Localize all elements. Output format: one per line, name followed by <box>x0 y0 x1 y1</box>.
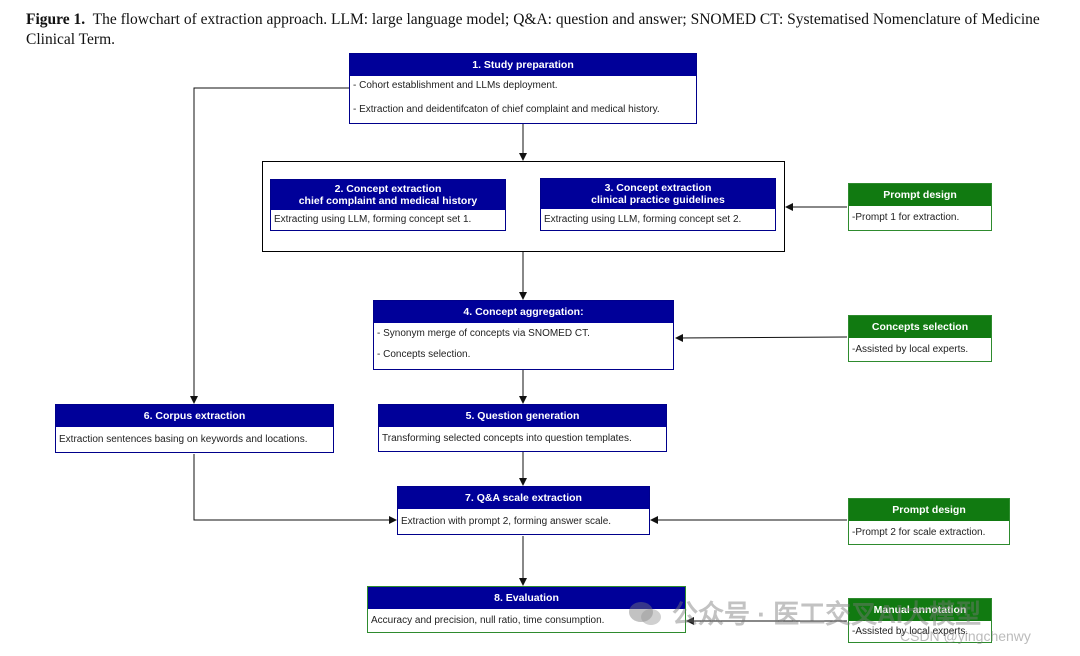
arrow-selection-to-aggregation <box>675 333 848 342</box>
prompt-design-2-line: -Prompt 2 for scale extraction. <box>852 527 986 538</box>
manual-annotation-line: -Assisted by local experts. <box>852 626 969 637</box>
study-preparation-line: - Cohort establishment and LLMs deployme… <box>353 80 558 91</box>
question-generation-line: Transforming selected concepts into ques… <box>382 433 632 444</box>
evaluation-title: 8. Evaluation <box>368 587 685 609</box>
arrow-study-to-corpus <box>190 87 349 404</box>
corpus-extraction-title: 6. Corpus extraction <box>56 405 333 427</box>
concept-aggregation-line: - Synonym merge of concepts via SNOMED C… <box>377 328 590 339</box>
caption-text: The flowchart of extraction approach. LL… <box>26 11 1040 48</box>
concept-extraction-guidelines-box: 3. Concept extraction clinical practice … <box>540 178 776 231</box>
prompt-design-1-line: -Prompt 1 for extraction. <box>852 212 960 223</box>
concept-extraction-guidelines-title: 3. Concept extraction <box>604 182 712 194</box>
study-preparation-line: - Extraction and deidentifcaton of chief… <box>353 104 660 115</box>
concept-aggregation-line: - Concepts selection. <box>377 349 471 360</box>
concept-extraction-records-subtitle: chief complaint and medical history <box>298 195 478 207</box>
corpus-extraction-line: Extraction sentences basing on keywords … <box>59 434 308 445</box>
concept-aggregation-title: 4. Concept aggregation: <box>374 301 673 323</box>
question-generation-title: 5. Question generation <box>379 405 666 427</box>
study-preparation-box: 1. Study preparation - Cohort establishm… <box>349 53 697 124</box>
question-generation-box: 5. Question generation Transforming sele… <box>378 404 667 452</box>
concept-extraction-group <box>262 161 785 252</box>
prompt-design-1-box: Prompt design -Prompt 1 for extraction. <box>848 183 992 231</box>
manual-annotation-title: Manual annotation <box>849 599 991 621</box>
watermark-handle: CSDN @yingchenwy <box>900 628 1031 644</box>
evaluation-box: 8. Evaluation Accuracy and precision, nu… <box>367 586 686 633</box>
qa-scale-extraction-title: 7. Q&A scale extraction <box>398 487 649 509</box>
qa-scale-extraction-box: 7. Q&A scale extraction Extraction with … <box>397 486 650 535</box>
figure-label: Figure 1. <box>26 11 86 28</box>
watermark-text: 公众号 · 医工交叉AI大模型 <box>672 599 982 629</box>
concept-extraction-guidelines-subtitle: clinical practice guidelines <box>591 194 725 206</box>
qa-scale-extraction-line: Extraction with prompt 2, forming answer… <box>401 516 612 527</box>
concepts-selection-title: Concepts selection <box>849 316 991 338</box>
manual-annotation-box: Manual annotation -Assisted by local exp… <box>848 598 992 643</box>
prompt-design-2-box: Prompt design -Prompt 2 for scale extrac… <box>848 498 1010 545</box>
evaluation-line: Accuracy and precision, null ratio, time… <box>371 615 605 626</box>
figure-caption: Figure 1. The flowchart of extraction ap… <box>26 10 1056 50</box>
concepts-selection-line: -Assisted by local experts. <box>852 344 969 355</box>
prompt-design-2-title: Prompt design <box>849 499 1009 521</box>
concepts-selection-box: Concepts selection -Assisted by local ex… <box>848 315 992 362</box>
concept-extraction-records-line: Extracting using LLM, forming concept se… <box>274 214 472 225</box>
study-preparation-title: 1. Study preparation <box>350 54 696 76</box>
prompt-design-1-title: Prompt design <box>849 184 991 206</box>
wechat-icon <box>629 602 661 625</box>
concept-extraction-records-title: 2. Concept extraction <box>334 183 442 195</box>
concept-extraction-records-box: 2. Concept extraction chief complaint an… <box>270 179 506 231</box>
concept-extraction-guidelines-line: Extracting using LLM, forming concept se… <box>544 214 742 225</box>
arrow-corpus-to-qa <box>193 454 397 524</box>
concept-aggregation-box: 4. Concept aggregation: - Synonym merge … <box>373 300 674 370</box>
corpus-extraction-box: 6. Corpus extraction Extraction sentence… <box>55 404 334 453</box>
